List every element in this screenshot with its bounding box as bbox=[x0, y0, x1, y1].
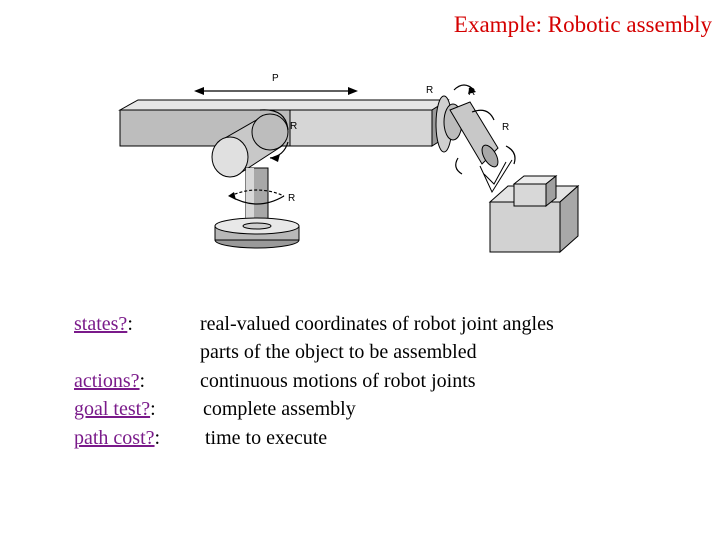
definition-row-actions: actions?: bbox=[74, 369, 145, 393]
label-r-base: R bbox=[288, 193, 295, 204]
vertical-column bbox=[228, 167, 285, 229]
prismatic-arrow bbox=[194, 87, 358, 95]
term-goal-test: goal test? bbox=[74, 398, 151, 420]
term-actions: actions? bbox=[74, 370, 140, 392]
definition-row-states: states?: bbox=[74, 312, 133, 336]
value-states: real-valued coordinates of robot joint a… bbox=[200, 313, 554, 335]
value-goal-test: complete assembly bbox=[203, 398, 356, 420]
definition-row-path-cost: path cost?: bbox=[74, 426, 160, 450]
term-path-cost: path cost? bbox=[74, 427, 155, 449]
term-colon: : bbox=[139, 370, 146, 392]
term-colon: : bbox=[154, 427, 161, 449]
value-actions: continuous motions of robot joints bbox=[200, 370, 476, 392]
term-colon: : bbox=[127, 313, 133, 335]
value-path-cost: time to execute bbox=[205, 427, 328, 449]
term-colon: : bbox=[150, 398, 156, 420]
label-r-wrist-2: R bbox=[468, 87, 475, 98]
label-r-wrist-1: R bbox=[426, 85, 433, 96]
wrist-assembly bbox=[435, 84, 516, 194]
definition-row-goal-test: goal test?: bbox=[74, 397, 156, 421]
assembly-boxes bbox=[488, 174, 580, 254]
label-r-shoulder: R bbox=[290, 121, 297, 132]
robot-base bbox=[214, 217, 300, 249]
value-states-parts: parts of the object to be assembled bbox=[200, 341, 477, 363]
slide-title: Example: Robotic assembly bbox=[453, 12, 712, 37]
label-r-wrist-3: R bbox=[502, 122, 509, 133]
term-states: states? bbox=[74, 313, 128, 335]
robot-arm-diagram: P R R R R R bbox=[118, 73, 580, 254]
label-p: P bbox=[272, 73, 279, 84]
shoulder-cylinder bbox=[211, 109, 289, 178]
